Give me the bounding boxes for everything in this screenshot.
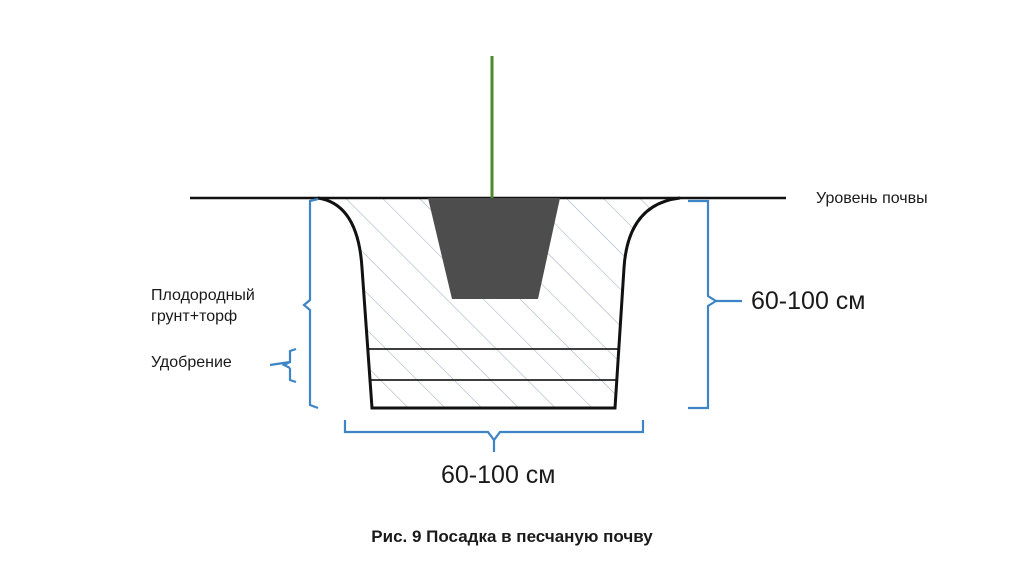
figure-caption: Рис. 9 Посадка в песчаную почву [371,527,653,546]
right-depth-bracket [688,199,742,410]
seedling-root-ball [428,198,560,299]
planting-pit-outline [317,196,681,410]
fertile-soil-label-line2: грунт+торф [151,308,238,325]
fertilizer-bracket [269,347,297,384]
depth-dimension-label: 60-100 см [751,287,866,315]
fertile-soil-label: Плодородный грунт+торф [151,285,255,327]
fertilizer-bracket-notch [281,361,291,369]
fertile-soil-label-line1: Плодородный [151,287,255,304]
width-dimension-label: 60-100 см [441,461,556,489]
soil-level-label: Уровень почвы [816,190,928,207]
width-bracket [343,420,645,452]
fertilizer-label: Удобрение [151,354,232,371]
left-depth-bracket [302,197,319,410]
